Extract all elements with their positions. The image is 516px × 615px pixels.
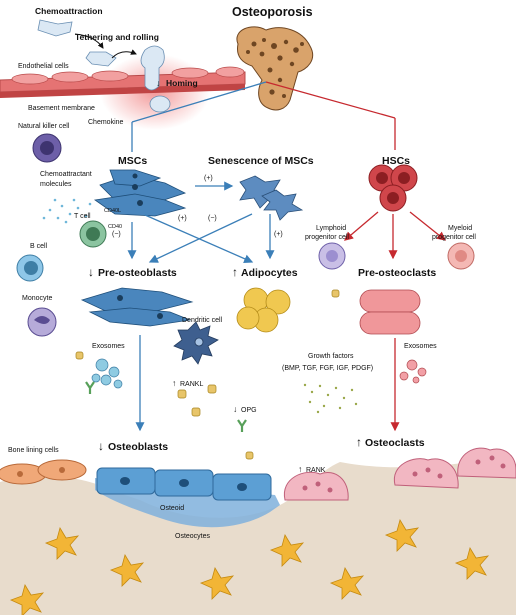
arrow-osteoclasts: ↑ [356,435,362,449]
label-chemokine: Chemokine [88,119,124,126]
nk-cell [32,133,62,163]
senescent-msc-cells [239,175,304,221]
osteoblast-layer [96,467,272,501]
label-chemoattractant-1: Chemoattractant [40,171,92,178]
osteoclasts-bone [283,447,516,501]
label-chemoattraction: Chemoattraction [35,6,103,16]
arrow-osteoblasts: ↓ [98,439,104,453]
rankl-molecules [75,289,340,460]
hsc-cells [368,164,418,212]
label-t-cell: T cell [74,213,91,220]
exosomes-left [91,358,123,389]
label-senescence: Senescence of MSCs [208,155,314,167]
label-osteocytes: Osteocytes [175,533,211,540]
chemoattractant-dots [42,198,92,224]
adipocyte-cells [236,287,291,333]
label-cd40l: CD40L [104,208,121,214]
lymphoid-progenitor [318,242,346,270]
pre-osteoblast-cells [80,287,194,327]
label-osteoid: Osteoid [160,505,184,512]
label-basement-membrane: Basement membrane [28,105,95,112]
label-mscs: MSCs [118,155,147,167]
label-homing: Homing [166,78,198,88]
label-b-cell: B cell [30,243,48,250]
sign-msc-down-minus: (−) [112,231,121,238]
dendritic-cell [173,321,219,365]
exosomes-right [399,359,427,384]
sign-senescence-down-plus: (+) [274,231,283,238]
label-cd40: CD40 [108,224,122,230]
sign-msc-to-senescence: (+) [204,175,213,182]
label-pre-osteoblasts: Pre-osteoblasts [98,267,177,279]
femur-illustration [236,26,314,111]
label-osteoclasts: Osteoclasts [365,437,425,449]
label-tethering-rolling: Tethering and rolling [75,32,159,42]
label-opg: OPG [241,407,257,414]
label-monocyte: Monocyte [22,295,52,302]
label-exosomes-left: Exosomes [92,343,125,350]
label-pre-osteoclasts: Pre-osteoclasts [358,267,436,279]
label-myeloid-2: progenitor cell [432,234,476,241]
myeloid-progenitor [447,242,475,270]
arrow-pre-osteoblasts: ↓ [88,265,94,279]
label-rank: RANK [306,467,326,474]
label-lymphoid-1: Lymphoid [316,225,346,232]
label-lymphoid-2: progenitor cell [305,234,349,241]
label-rankl: RANKL [180,381,203,388]
sign-cross-minus: (−) [208,215,217,222]
osteocytes-cells [9,518,490,615]
label-dendritic-cell: Dendritic cell [182,317,223,324]
pre-osteoclast-cells [359,289,421,335]
label-chemoattractant-2: molecules [40,181,72,188]
label-endothelial-cells: Endothelial cells [18,63,69,70]
t-cell [79,220,107,248]
diagram-title: Osteoporosis [232,5,313,19]
arrow-adipocytes: ↑ [232,265,238,279]
label-growth-list: (BMP, TGF, FGF, IGF, PDGF) [282,365,373,372]
label-nk-cell: Natural killer cell [18,123,70,130]
bone-lining-cells [0,459,87,485]
label-homing-arrow: ↓ [156,78,160,88]
growth-factor-dots [303,383,358,414]
label-bone-lining: Bone lining cells [8,447,59,454]
endothelial-layer [0,66,246,98]
label-osteoblasts: Osteoblasts [108,441,168,453]
arrow-rank: ↑ [298,464,302,474]
label-exosomes-right: Exosomes [404,343,437,350]
b-cell [16,254,44,282]
label-adipocytes: Adipocytes [241,267,298,279]
label-hscs: HSCs [382,155,410,167]
label-myeloid-1: Myeloid [448,225,472,232]
monocyte [27,307,57,337]
sign-cross-plus: (+) [178,215,187,222]
arrow-opg: ↓ [233,404,237,414]
label-growth-factors: Growth factors [308,353,354,360]
opg-molecules [85,381,247,432]
homing-cells [37,19,171,113]
arrow-rankl: ↑ [172,378,176,388]
